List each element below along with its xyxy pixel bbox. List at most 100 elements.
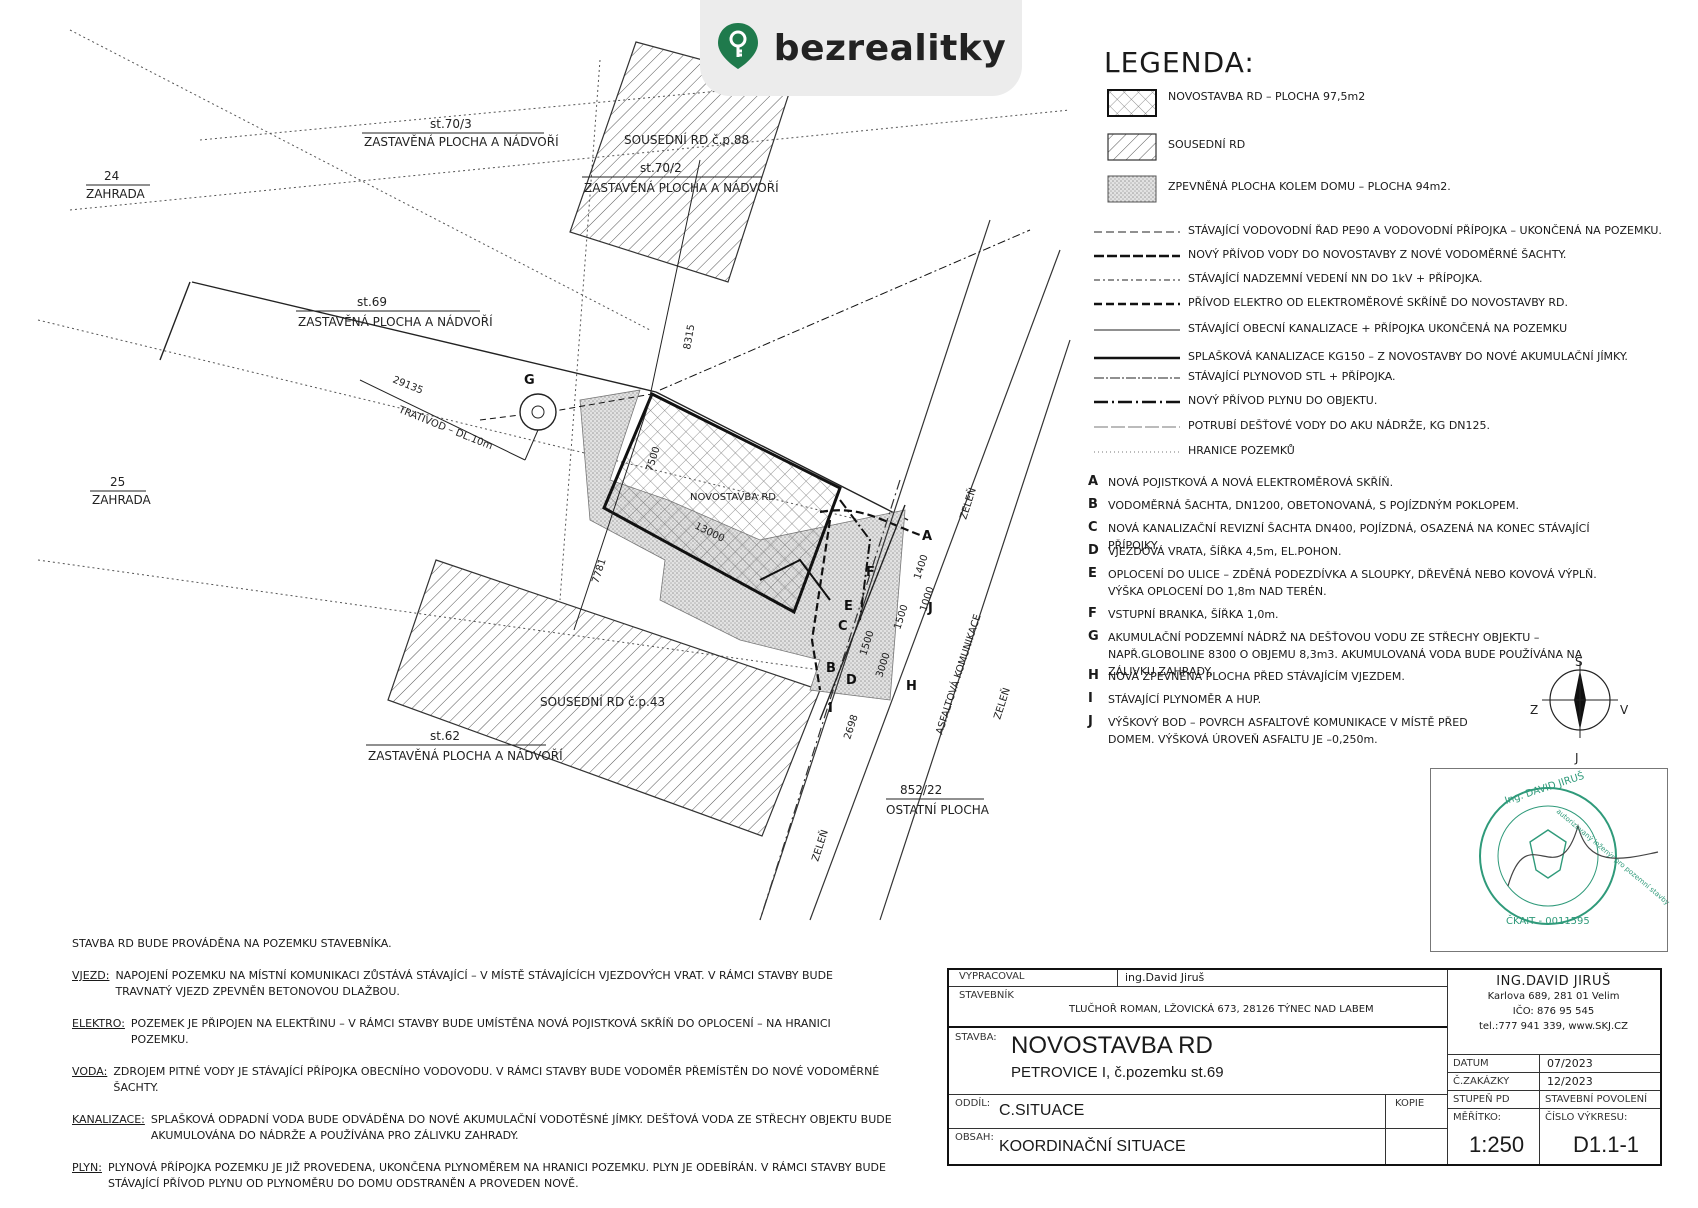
point-h: H: [906, 679, 917, 694]
trativod-label: TRATIVOD – DL.10m: [396, 404, 494, 452]
legend-item: NOVÝ PŘÍVOD PLYNU DO OBJEKTU.: [1188, 394, 1377, 407]
legend-item: STÁVAJÍCÍ VODOVODNÍ ŘAD PE90 A VODOVODNÍ…: [1188, 224, 1662, 237]
tb-stavebnik: TLUČHOŘ ROMAN, LŽOVICKÁ 673, 28126 TÝNEC…: [1069, 1004, 1374, 1015]
legend-point-text: VJEZDOVÁ VRATA, ŠÍŘKA 4,5m, EL.POHON.: [1108, 545, 1342, 558]
note-text: POZEMEK JE PŘIPOJEN NA ELEKTŘINU – V RÁM…: [130, 1017, 831, 1046]
tb-stavba-title: NOVOSTAVBA RD: [1011, 1032, 1213, 1059]
tb-firm: ING.DAVID JIRUŠ Karlova 689, 281 01 Veli…: [1447, 974, 1660, 1034]
street-fence: [819, 504, 906, 721]
tb-firm-name: ING.DAVID JIRUŠ: [1496, 974, 1611, 989]
tb-datum: 07/2023: [1547, 1057, 1593, 1070]
legend-item-text: STÁVAJÍCÍ NADZEMNÍ VEDENÍ NN DO 1kV + PŘ…: [1188, 272, 1483, 285]
compass-s: S: [1575, 655, 1583, 669]
legend-point-text: STÁVAJÍCÍ PLYNOMĚR A HUP.: [1108, 693, 1262, 706]
legend-point: I STÁVAJÍCÍ PLYNOMĚR A HUP.: [1088, 691, 1628, 708]
point-e: E: [844, 599, 853, 614]
tb-stavba-sub: PETROVICE I, č.pozemku st.69: [1011, 1064, 1224, 1081]
green-label: ZELEŇ: [990, 686, 1012, 721]
neighbour-house-43: [387, 559, 821, 837]
legend-point-letter: I: [1088, 691, 1093, 706]
stamp-frame: [1430, 768, 1668, 952]
legend-item-text: SPLAŠKOVÁ KANALIZACE KG150 – Z NOVOSTAVB…: [1188, 350, 1628, 363]
parcel-boundaries: [37, 29, 1071, 671]
legend-point-letter: C: [1088, 520, 1098, 535]
tb-datum-label: DATUM: [1453, 1058, 1489, 1069]
tb-stupen-label: STUPEŇ PD: [1453, 1094, 1510, 1105]
legend-item: ZPEVNĚNÁ PLOCHA KOLEM DOMU – PLOCHA 94m2…: [1168, 180, 1451, 193]
parcel-use: ZASTAVĚNÁ PLOCHA A NÁDVOŘÍ: [584, 180, 779, 195]
legend-point-letter: H: [1088, 668, 1099, 683]
point-f: F: [866, 565, 875, 580]
legend-point-letter: B: [1088, 497, 1098, 512]
legend-item: HRANICE POZEMKŮ: [1188, 444, 1295, 457]
compass-rose: [1542, 662, 1618, 738]
legend-point-letter: J: [1088, 714, 1093, 729]
tb-meritko-label: MĚŘÍTKO:: [1453, 1112, 1502, 1123]
legend-item-text: POTRUBÍ DEŠŤOVÉ VODY DO AKU NÁDRŽE, KG D…: [1188, 419, 1491, 432]
note-key: ELEKTRO:: [72, 1017, 125, 1030]
note-key: KANALIZACE:: [72, 1113, 145, 1126]
dim-29135: 29135: [391, 375, 425, 397]
legend-item: STÁVAJÍCÍ PLYNOVOD STL + PŘÍPOJKA.: [1188, 370, 1396, 383]
parcel-use: ZAHRADA: [86, 187, 146, 201]
tb-firm-ico: IČO: 876 95 545: [1512, 1006, 1595, 1017]
key-pin-icon: [716, 21, 760, 76]
point-j: J: [927, 601, 933, 616]
tb-zakazky: 12/2023: [1547, 1075, 1593, 1088]
legend-item: NOVOSTAVBA RD – PLOCHA 97,5m2: [1168, 90, 1365, 103]
point-d: D: [846, 673, 857, 688]
compass-v: V: [1620, 703, 1629, 717]
road: [759, 219, 1071, 921]
tb-cislo-label: ČÍSLO VÝKRESU:: [1545, 1112, 1628, 1123]
dim-7781: 7781: [590, 557, 608, 585]
parcel-id: 852/22: [900, 783, 942, 797]
legend-point-letter: A: [1088, 474, 1099, 489]
tb-oddil: C.SITUACE: [999, 1102, 1085, 1119]
note-item: KANALIZACE: SPLAŠKOVÁ ODPADNÍ VODA BUDE O…: [72, 1112, 892, 1144]
tb-obsah-label: OBSAH:: [955, 1132, 994, 1143]
parcel-id: 24: [104, 169, 119, 183]
tb-stupen: STAVEBNÍ POVOLENÍ: [1545, 1094, 1648, 1105]
dim-2698: 2698: [842, 713, 860, 741]
tb-stavebnik-label: STAVEBNÍK: [959, 990, 1014, 1001]
legend-item: STÁVAJÍCÍ OBECNÍ KANALIZACE + PŘÍPOJKA U…: [1188, 322, 1567, 335]
parcel-use: ZASTAVĚNÁ PLOCHA A NÁDVOŘÍ: [298, 314, 493, 329]
parcel-id: st.62: [430, 729, 460, 743]
parcel-id: st.70/2: [640, 161, 682, 175]
note-key: VJEZD:: [72, 969, 110, 982]
note-item: VJEZD:NAPOJENÍ POZEMKU NA MÍSTNÍ KOMUNIK…: [72, 968, 892, 1000]
legend-point: C NOVÁ KANALIZAČNÍ REVIZNÍ ŠACHTA DN400, …: [1088, 520, 1628, 554]
legend-item: NOVÝ PŘÍVOD VODY DO NOVOSTAVBY Z NOVÉ VO…: [1188, 248, 1566, 261]
parcel-id: st.69: [357, 295, 387, 309]
parcel-id: st.70/3: [430, 117, 472, 131]
rain-tank: [519, 393, 557, 431]
tb-stavba-label: STAVBA:: [955, 1032, 997, 1043]
legend-item: SOUSEDNÍ RD: [1168, 138, 1245, 151]
legend-item-text: HRANICE POZEMKŮ: [1188, 444, 1295, 457]
legend-point-text: NOVÁ KANALIZAČNÍ REVIZNÍ ŠACHTA DN400, P…: [1108, 522, 1590, 552]
point-i: I: [828, 701, 833, 716]
tb-vypracoval: ing.David Jiruš: [1125, 971, 1205, 984]
new-building: [602, 391, 842, 615]
legend-symbols: [1094, 89, 1180, 453]
stamp-text-bottom: ČKAIT - 0011595: [1506, 914, 1590, 927]
note-key: VODA:: [72, 1065, 108, 1078]
parcel-id: 25: [110, 475, 125, 489]
note-text: SPLAŠKOVÁ ODPADNÍ VODA BUDE ODVÁDĚNA DO …: [150, 1113, 892, 1142]
tb-zakazky-label: Č.ZAKÁZKY: [1453, 1076, 1510, 1087]
legend-point-text: VÝŠKOVÝ BOD – POVRCH ASFALTOVÉ KOMUNIKAC…: [1108, 716, 1468, 746]
legend-point-letter: G: [1088, 629, 1099, 644]
tb-firm-addr: Karlova 689, 281 01 Velim: [1487, 991, 1620, 1002]
legend-item-text: NOVOSTAVBA RD – PLOCHA 97,5m2: [1168, 90, 1366, 103]
note-item: PLYN:PLYNOVÁ PŘÍPOJKA POZEMKU JE JIŽ PRO…: [72, 1160, 892, 1192]
brand-badge[interactable]: bezrealitky: [700, 0, 1022, 96]
point-a: A: [922, 529, 932, 544]
parcel-use: OSTATNÍ PLOCHA: [886, 802, 990, 817]
tb-kopie-label: KOPIE: [1395, 1098, 1425, 1109]
